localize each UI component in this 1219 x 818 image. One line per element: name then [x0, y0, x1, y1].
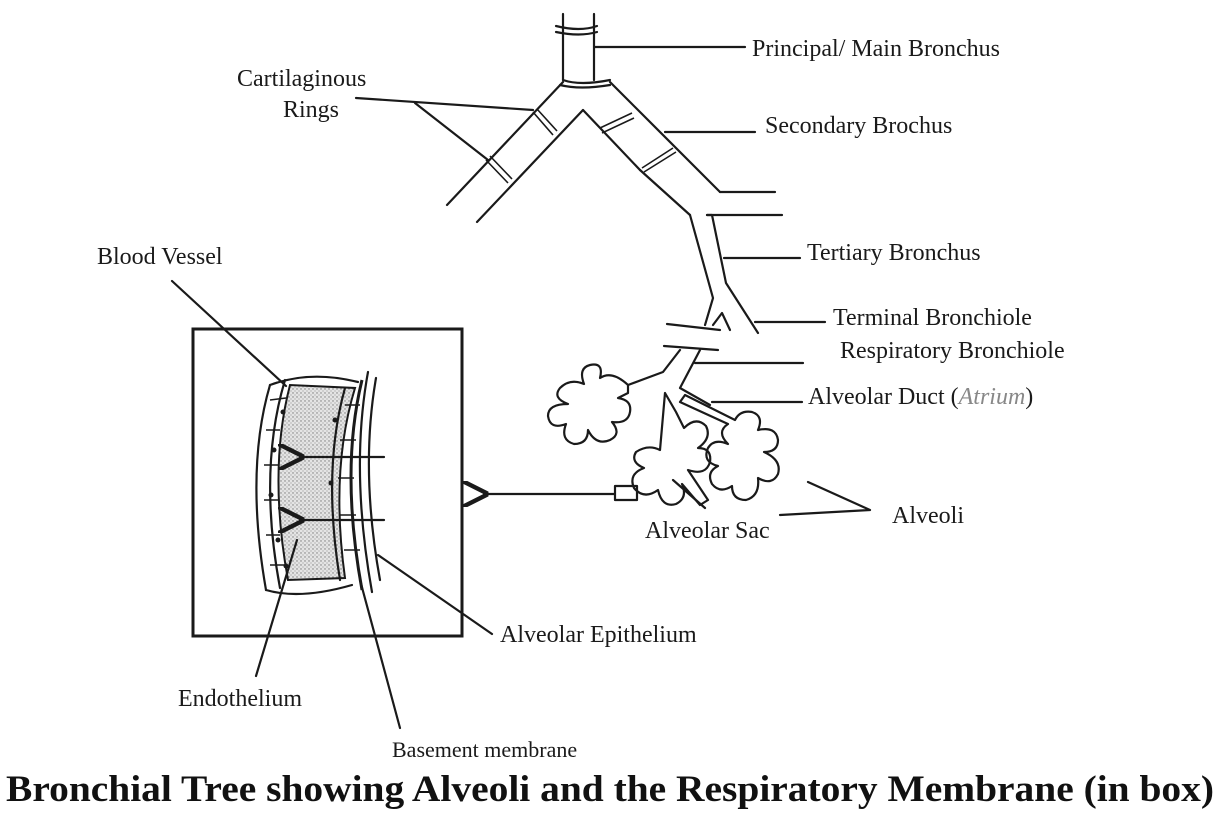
respiratory-membrane-inset [191, 327, 464, 638]
label-alveolar-epithelium: Alveolar Epithelium [500, 622, 697, 648]
label-alveolar-sac: Alveolar Sac [645, 518, 770, 544]
label-alveoli: Alveoli [892, 503, 964, 529]
label-main-bronchus: Principal/ Main Bronchus [752, 36, 1000, 62]
label-blood-vessel: Blood Vessel [97, 244, 223, 270]
tertiary-bronchus [688, 213, 784, 335]
label-basement-membrane: Basement membrane [392, 737, 577, 762]
alveolar-sac-center [631, 391, 712, 507]
alveolar-sac-right [678, 393, 780, 502]
main-bronchus [554, 12, 612, 89]
figure-title: Bronchial Tree showing Alveoli and the R… [6, 769, 1214, 810]
label-tertiary-bronchus: Tertiary Bronchus [807, 240, 981, 266]
label-secondary-bronchus: Secondary Brochus [765, 113, 952, 139]
label-alveolar-duct-atrium: Atrium [957, 384, 1026, 410]
label-respiratory-bronchiole: Respiratory Bronchiole [840, 338, 1065, 364]
label-alveolar-duct-main: Alveolar Duct ( [808, 384, 959, 410]
label-endothelium: Endothelium [178, 686, 302, 712]
label-terminal-bronchiole: Terminal Bronchiole [833, 305, 1032, 331]
cell-divisions [264, 397, 360, 566]
leader-lines [170, 45, 872, 730]
label-alveolar-duct: Alveolar Duct (Atrium) [808, 384, 1033, 410]
secondary-bronchi [445, 80, 777, 224]
cartilaginous-ring-marks [485, 108, 677, 184]
endothelium-nuclei [268, 409, 338, 569]
label-cartilaginous-rings-line2: Rings [283, 97, 339, 123]
label-cartilaginous-rings-line1: Cartilaginous [237, 66, 366, 92]
alveolar-sacs [546, 363, 780, 507]
capillary-lumen [277, 383, 357, 582]
label-alveolar-duct-close: ) [1025, 384, 1033, 410]
bronchioles [626, 322, 722, 407]
alveolar-sac-left [546, 363, 632, 446]
membrane-region-marker [613, 484, 639, 502]
